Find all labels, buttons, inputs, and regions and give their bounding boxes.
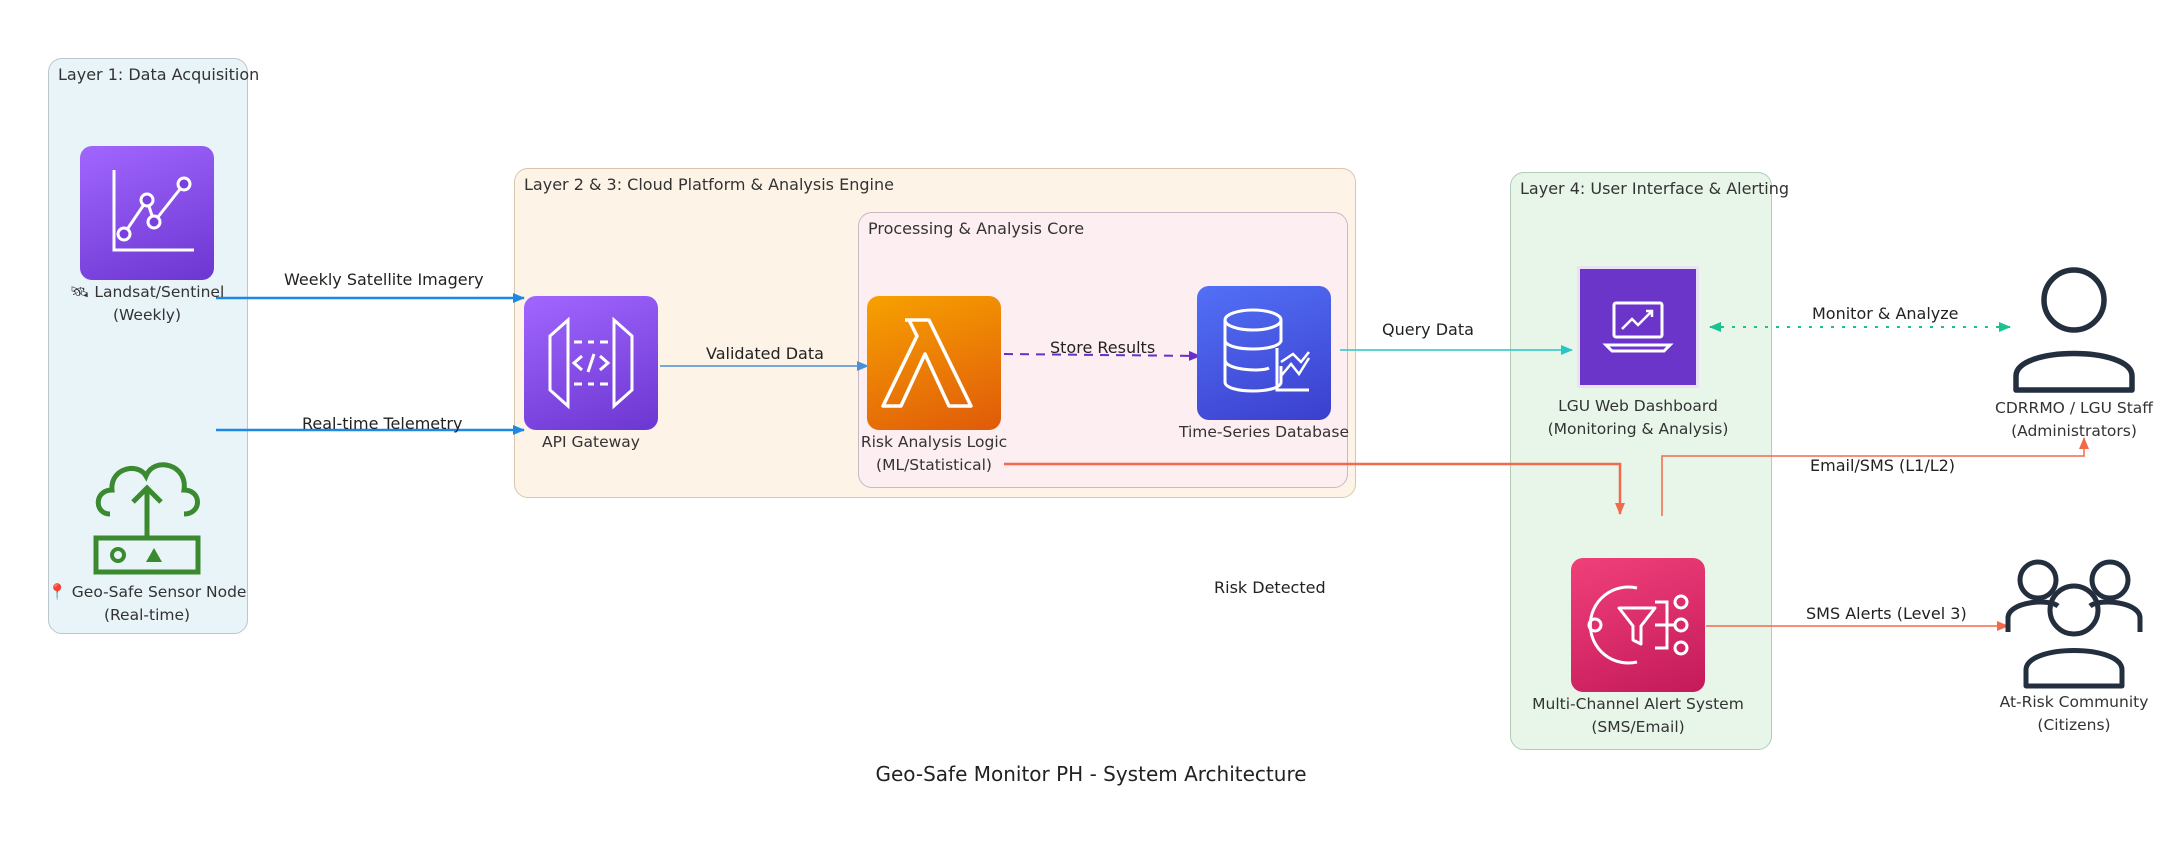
edge-label-weekly: Weekly Satellite Imagery <box>284 270 484 289</box>
node-community[interactable]: At-Risk Community (Citizens) <box>1944 552 2182 736</box>
diagram-title: Geo-Safe Monitor PH - System Architectur… <box>875 762 1307 786</box>
edge-label-query: Query Data <box>1382 320 1474 339</box>
edge-label-risk: Risk Detected <box>1214 578 1326 597</box>
edge-label-validated: Validated Data <box>706 344 824 363</box>
node-sublabel: (Citizens) <box>2037 716 2111 734</box>
timeseries-database-icon <box>1197 286 1331 420</box>
node-api-gateway[interactable]: API Gateway <box>461 296 721 453</box>
node-label: Time-Series Database <box>1178 423 1350 441</box>
edge-email <box>1661 437 2089 516</box>
cluster-label: Layer 4: User Interface & Alerting <box>1520 179 1790 198</box>
edge-store <box>1003 350 1201 361</box>
node-dashboard[interactable]: LGU Web Dashboard (Monitoring & Analysis… <box>1508 266 1768 440</box>
notification-hub-icon <box>1571 558 1705 692</box>
node-satellite[interactable]: 🛰 Landsat/Sentinel (Weekly) <box>17 146 277 326</box>
node-sublabel: (ML/Statistical) <box>876 456 992 474</box>
node-label: At-Risk Community <box>1999 693 2149 711</box>
node-sublabel: (Monitoring & Analysis) <box>1547 420 1729 438</box>
satellite-analytics-icon <box>80 146 214 280</box>
edge-label-store: Store Results <box>1050 338 1156 357</box>
edge-label-monitor: Monitor & Analyze <box>1812 304 1959 323</box>
cluster-label: Layer 1: Data Acquisition <box>58 65 260 84</box>
node-label: Risk Analysis Logic <box>860 433 1008 451</box>
cluster-label: Layer 2 & 3: Cloud Platform & Analysis E… <box>524 175 894 194</box>
node-label: 🛰 Landsat/Sentinel <box>69 283 225 301</box>
iot-upload-icon <box>80 446 214 580</box>
node-alert-system[interactable]: Multi-Channel Alert System (SMS/Email) <box>1508 558 1768 738</box>
users-group-icon <box>2004 552 2144 690</box>
node-label: Multi-Channel Alert System <box>1532 695 1744 713</box>
node-sublabel: (Weekly) <box>112 306 182 324</box>
edge-label-telemetry: Real-time Telemetry <box>302 414 463 433</box>
cluster-label: Processing & Analysis Core <box>868 219 1085 238</box>
node-risk-analysis[interactable]: Risk Analysis Logic (ML/Statistical) <box>804 296 1064 476</box>
node-label: API Gateway <box>542 433 640 451</box>
node-label: CDRRMO / LGU Staff <box>1995 399 2153 417</box>
node-sublabel: (Real-time) <box>103 606 191 624</box>
edge-label-email: Email/SMS (L1/L2) <box>1810 456 1956 475</box>
node-sublabel: (Administrators) <box>2011 422 2137 440</box>
laptop-chart-icon <box>1577 266 1699 388</box>
lambda-icon <box>867 296 1001 430</box>
node-label: LGU Web Dashboard <box>1558 397 1718 415</box>
user-icon <box>2004 256 2144 396</box>
node-sensor[interactable]: 📍 Geo-Safe Sensor Node (Real-time) <box>17 446 277 626</box>
api-gateway-icon <box>524 296 658 430</box>
edge-risk <box>1004 462 1625 515</box>
node-timeseries-db[interactable]: Time-Series Database <box>1134 286 1394 443</box>
edge-label-sms: SMS Alerts (Level 3) <box>1806 604 1967 623</box>
node-label: 📍 Geo-Safe Sensor Node <box>47 583 247 601</box>
node-sublabel: (SMS/Email) <box>1591 718 1685 736</box>
node-staff[interactable]: CDRRMO / LGU Staff (Administrators) <box>1944 256 2182 442</box>
